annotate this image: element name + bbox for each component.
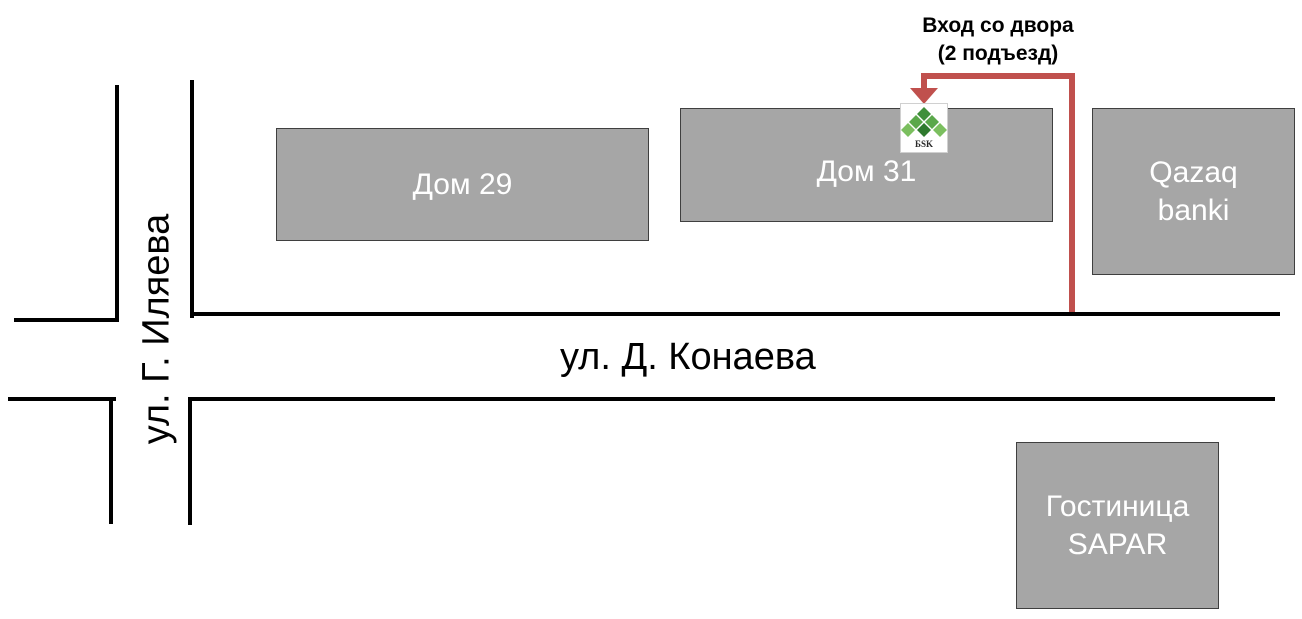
road-edge-left-bottom-horizontal	[8, 397, 116, 401]
road-edge-left-top	[115, 85, 119, 322]
street-label-konaeva: ул. Д. Конаева	[560, 336, 816, 378]
route-arrow-icon	[910, 88, 938, 104]
building-label: Дом 29	[412, 167, 513, 201]
building-dom-31: Дом 31	[680, 108, 1053, 222]
street-label-ilyaeva: ул. Г. Иляева	[135, 213, 178, 445]
road-edge-left-bottom	[109, 397, 113, 524]
entrance-label: Вход со двора (2 подъезд)	[868, 12, 1128, 69]
building-label-line-1: Гостиница	[1045, 490, 1190, 523]
bsk-logo-icon: БSK	[900, 103, 948, 153]
building-qazaq-banki: Qazaq banki	[1092, 108, 1295, 275]
building-hotel-sapar: Гостиница SAPAR	[1016, 442, 1219, 609]
route-path	[921, 73, 1075, 312]
logo-text: БSK	[915, 139, 933, 149]
entrance-label-line-1: Вход со двора	[922, 14, 1074, 37]
road-edge-right-bottom	[188, 397, 192, 525]
road-edge-right-top	[190, 80, 194, 318]
building-dom-29: Дом 29	[276, 128, 649, 241]
road-edge-konaeva-north	[190, 312, 1280, 316]
building-label-line-1: Qazaq	[1149, 156, 1238, 189]
building-label-line-2: SAPAR	[1067, 527, 1168, 561]
road-edge-left-top-horizontal	[14, 318, 119, 322]
building-label-line-2: banki	[1157, 193, 1230, 227]
entrance-label-line-2: (2 подъезд)	[937, 42, 1059, 66]
building-label: Дом 31	[816, 155, 917, 188]
road-edge-konaeva-south	[188, 397, 1275, 401]
